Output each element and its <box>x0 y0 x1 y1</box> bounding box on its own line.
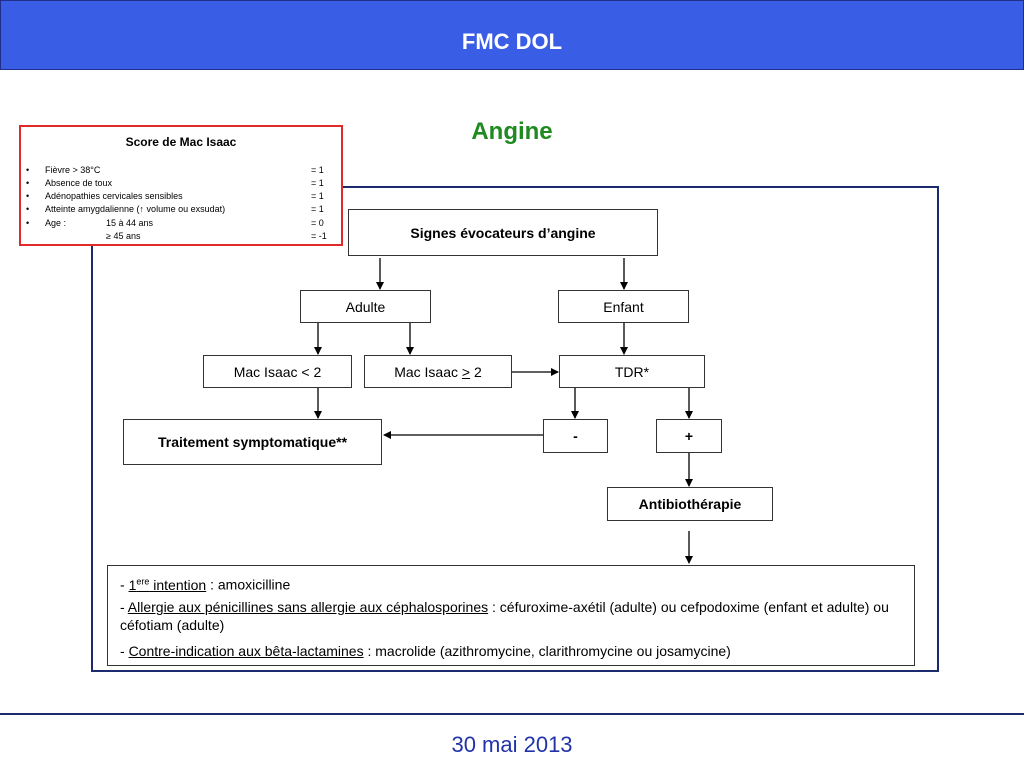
score-row-fievre: • Fièvre > 38°C = 1 <box>21 165 341 178</box>
note-3-label: Contre-indication aux bêta-lactamines <box>128 643 364 659</box>
node-positive-label: + <box>684 428 694 444</box>
node-antibiotherapie-label: Antibiothérapie <box>638 496 742 512</box>
node-mac-isaac-lt2: Mac Isaac < 2 <box>203 355 352 388</box>
node-adulte: Adulte <box>300 290 431 323</box>
note-first-intention: - 1ere intention : amoxicilline <box>120 572 906 594</box>
score-bullet: • <box>26 204 30 214</box>
score-label: Adénopathies cervicales sensibles <box>45 191 183 201</box>
score-label: Absence de toux <box>45 178 113 188</box>
node-enfant-label: Enfant <box>603 298 644 315</box>
note-1-text: : amoxicilline <box>206 576 291 593</box>
node-mac-isaac-lt2-label: Mac Isaac < 2 <box>233 363 322 380</box>
score-value: = 1 <box>311 204 324 214</box>
score-value: = 0 <box>311 218 324 228</box>
score-sub: 15 à 44 ans <box>106 218 154 228</box>
score-value: = 1 <box>311 191 324 201</box>
node-traitement-label: Traitement symptomatique** <box>157 434 348 450</box>
note-1-label: 1ere intention <box>128 576 207 593</box>
score-bullet: • <box>26 178 30 188</box>
note-3-dash: - <box>120 643 129 659</box>
node-traitement: Traitement symptomatique** <box>123 419 382 465</box>
node-mac-isaac-ge2-label: Mac Isaac > 2 <box>394 364 482 380</box>
score-title: Score de Mac Isaac <box>125 135 237 149</box>
note-3-text: : macrolide (azithromycine, clarithromyc… <box>363 643 731 659</box>
node-adulte-label: Adulte <box>345 298 386 315</box>
note-1-sup: ere <box>136 576 150 586</box>
note-1-num: 1 <box>128 576 137 593</box>
node-antibiotherapie: Antibiothérapie <box>607 487 773 521</box>
footer-divider <box>0 713 1024 715</box>
score-value: = -1 <box>311 231 327 241</box>
node-signes: Signes évocateurs d’angine <box>348 209 658 256</box>
note-1-dash: - <box>120 576 129 593</box>
node-mac-isaac-ge2: Mac Isaac > 2 <box>364 355 512 388</box>
note-2-dash: - <box>120 599 128 615</box>
score-label: Age : <box>45 218 67 228</box>
slide-title: Angine <box>471 118 553 145</box>
score-row-toux: • Absence de toux = 1 <box>21 178 341 191</box>
node-negative: - <box>543 419 608 453</box>
note-2-label: Allergie aux pénicillines sans allergie … <box>127 599 489 615</box>
note-contre-indication: - Contre-indication aux bêta-lactamines … <box>120 642 906 660</box>
node-positive: + <box>656 419 722 453</box>
score-bullet: • <box>26 165 30 175</box>
score-row-adenopathies: • Adénopathies cervicales sensibles = 1 <box>21 191 341 204</box>
score-row-age: • Age : 15 à 44 ans = 0 <box>21 218 341 231</box>
score-value: = 1 <box>311 178 324 188</box>
mac-isaac-score-box: Score de Mac Isaac • Fièvre > 38°C = 1 •… <box>19 125 343 246</box>
score-label: Fièvre > 38°C <box>45 165 101 175</box>
mac-ge-value: 2 <box>470 363 482 380</box>
node-negative-label: - <box>573 428 578 444</box>
treatment-notes: - 1ere intention : amoxicilline - Allerg… <box>107 565 915 666</box>
node-tdr-label: TDR* <box>614 363 650 380</box>
footer-date: 30 mai 2013 <box>451 732 573 757</box>
mac-ge-prefix: Mac Isaac <box>394 363 462 380</box>
score-value: = 1 <box>311 165 324 175</box>
node-enfant: Enfant <box>558 290 689 323</box>
note-2-text: : céfuroxime-axétil (adulte) ou cefpodox… <box>120 599 889 633</box>
node-signes-label: Signes évocateurs d’angine <box>410 224 596 241</box>
note-1-label-text: intention <box>149 576 207 593</box>
node-tdr: TDR* <box>559 355 705 388</box>
score-bullet: • <box>26 218 30 228</box>
note-allergie: - Allergie aux pénicillines sans allergi… <box>120 598 906 634</box>
mac-ge-symbol: > <box>461 363 471 380</box>
score-label: Atteinte amygdalienne (↑ volume ou exsud… <box>45 204 226 214</box>
score-row-amygdalienne: • Atteinte amygdalienne (↑ volume ou exs… <box>21 204 341 217</box>
header-title: FMC DOL <box>461 29 563 54</box>
score-sub: ≥ 45 ans <box>106 231 141 241</box>
score-row-age-senior: ≥ 45 ans = -1 <box>21 231 341 244</box>
score-bullet: • <box>26 191 30 201</box>
flowchart-frame <box>91 186 939 672</box>
header-bar: FMC DOL <box>0 0 1024 70</box>
